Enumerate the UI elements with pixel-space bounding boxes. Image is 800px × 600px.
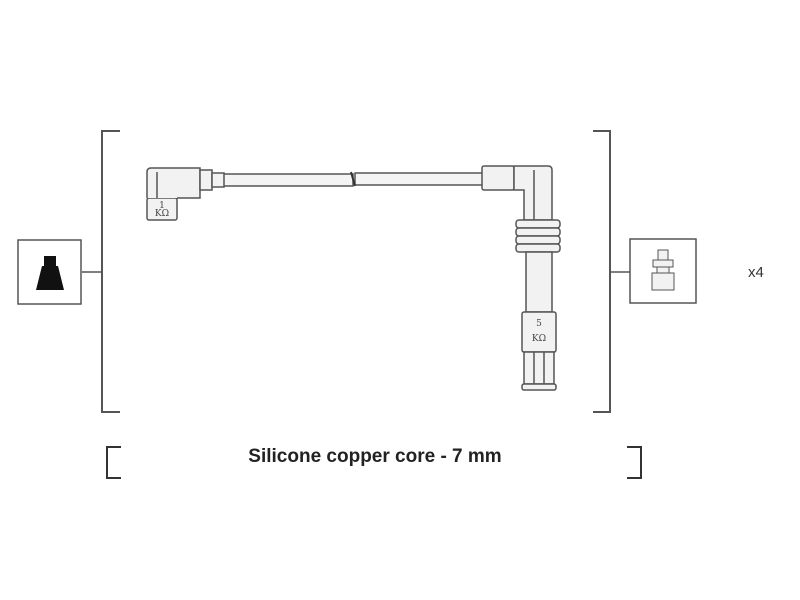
cable-spec-caption: Silicone copper core - 7 mm [248,446,502,467]
left-angled-boot [146,167,225,221]
left-resistor-unit: KΩ [155,209,169,219]
right-resistor-unit: KΩ [532,334,546,344]
quantity-label: x4 [748,264,764,281]
right-angled-boot [481,165,561,391]
ignition-cable [222,171,486,187]
left-resistor-value: 1 [159,201,165,211]
caption-right-bracket [627,446,642,479]
spark-plug-connector-icon [651,249,675,291]
coil-connector-icon [36,256,64,290]
caption-left-bracket [106,446,121,479]
right-bracket [593,130,611,413]
left-bracket [101,130,120,413]
right-resistor-value: 5 [536,319,542,329]
